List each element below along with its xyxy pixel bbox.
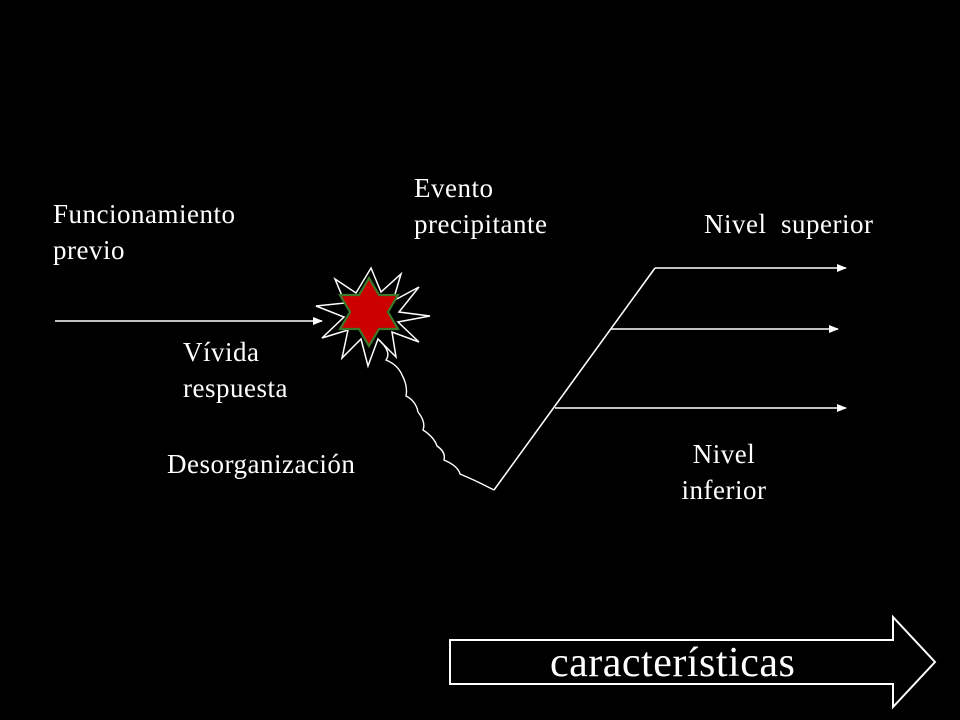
label-evento-line1: Evento [414,173,494,203]
label-funcionamiento-line1: Funcionamiento [53,199,236,229]
label-caracteristicas: características [550,640,796,686]
label-nivel-inferior-line2: inferior [681,475,767,505]
label-funcionamiento-previo: Funcionamiento previo [53,196,235,268]
wavy-descent-line [378,339,495,491]
rising-line [493,267,656,491]
label-vivida-line2: respuesta [183,373,288,403]
label-nivel-inferior: Nivel inferior [668,436,780,508]
label-evento-line2: precipitante [414,209,548,239]
label-nivel-inferior-line1: Nivel [692,439,756,469]
caracteristicas-arrow-shape [449,614,937,710]
star-of-david-icon [338,275,400,349]
label-desorganizacion: Desorganización [167,449,356,479]
label-evento-precipitante: Evento precipitante [414,170,547,242]
label-funcionamiento-line2: previo [53,235,125,265]
label-nivel-superior: Nivel superior [704,209,874,239]
label-vivida-respuesta: Vívida respuesta [183,334,288,406]
label-vivida-line1: Vívida [183,337,260,367]
